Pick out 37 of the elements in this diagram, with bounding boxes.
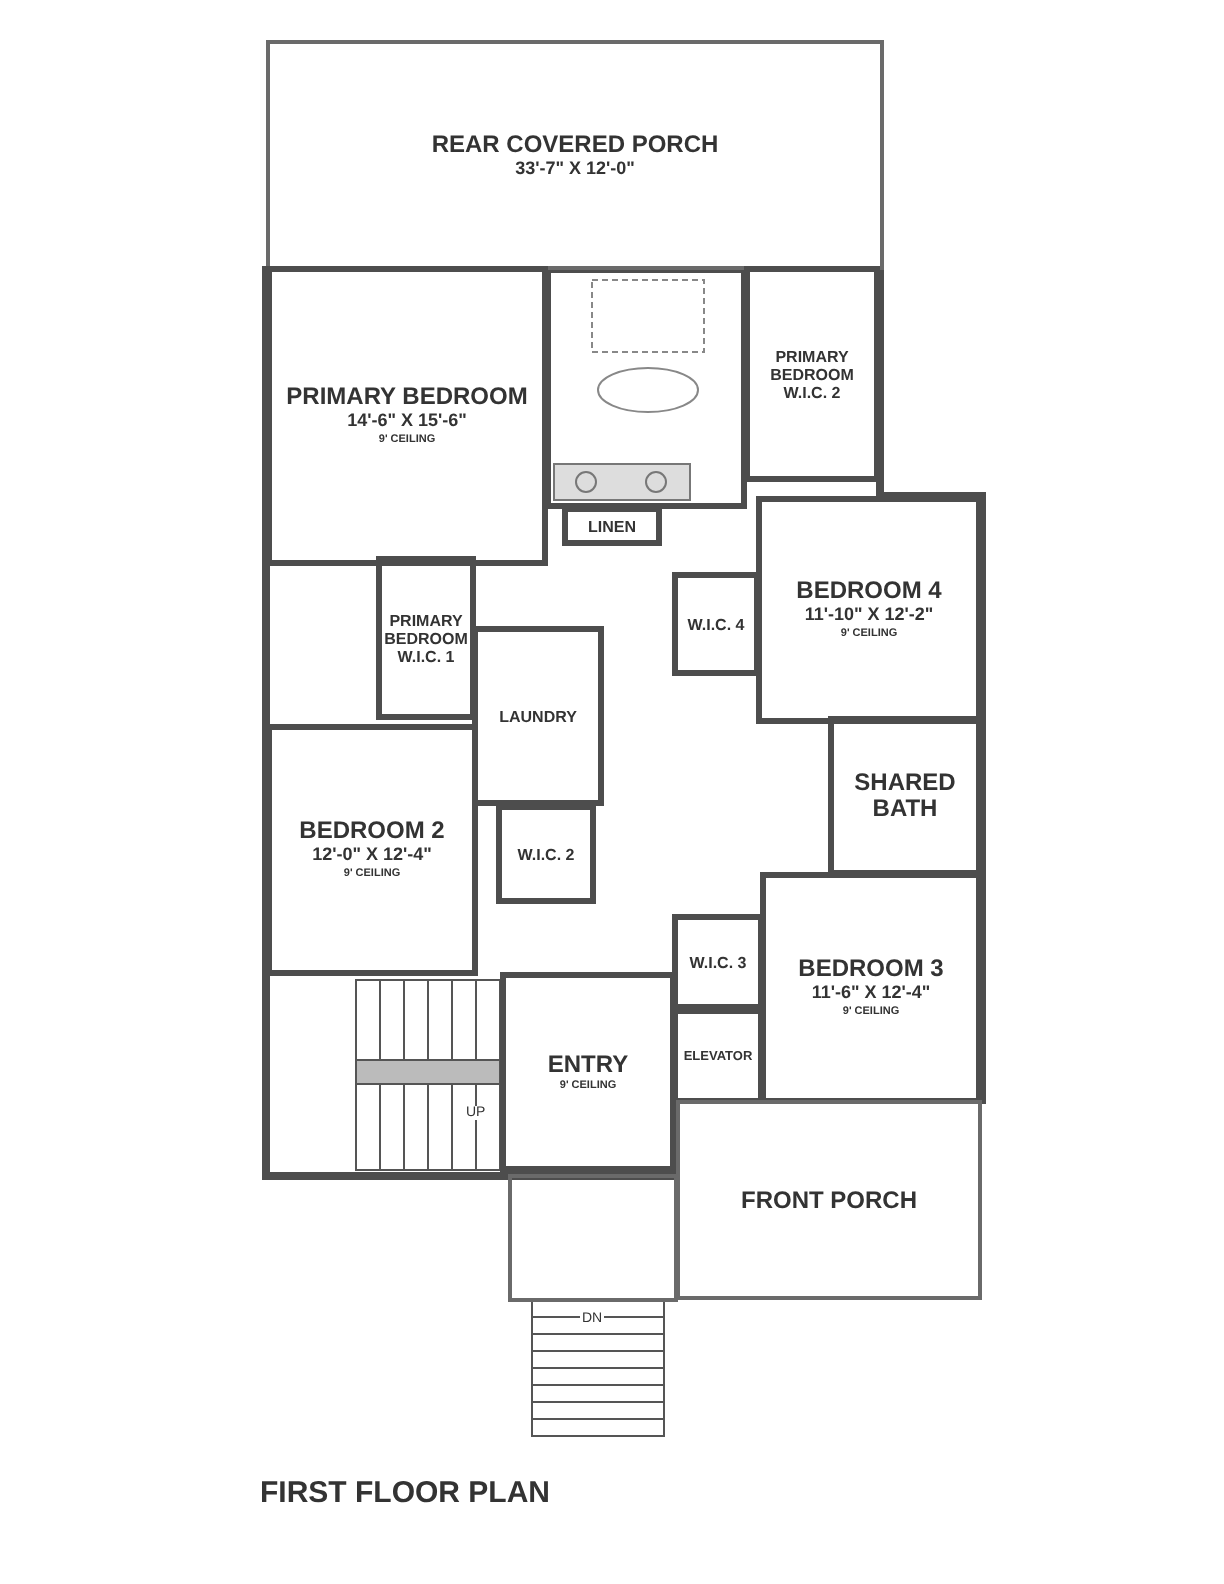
room — [496, 804, 596, 904]
room — [672, 914, 764, 1010]
plan-title: FIRST FLOOR PLAN — [260, 1476, 550, 1510]
room-dimensions: 12'-0" X 12'-4" — [312, 844, 432, 866]
room — [828, 716, 982, 876]
room-name: PRIMARY BEDROOM — [286, 384, 528, 410]
room-dimensions: 11'-6" X 12'-4" — [811, 982, 931, 1004]
room — [472, 626, 604, 806]
room — [376, 556, 476, 720]
room-name: PRIMARY BEDROOM W.I.C. 1 — [382, 611, 470, 665]
room-dimensions: 11'-10" X 12'-2" — [804, 604, 934, 626]
room-name: W.I.C. 2 — [517, 845, 575, 863]
room-name: BEDROOM 2 — [299, 818, 445, 844]
room — [500, 972, 676, 1172]
room — [266, 40, 884, 270]
room-name: ENTRY — [547, 1051, 629, 1077]
room — [266, 724, 478, 976]
room-dimensions: 33'-7" X 12'-0" — [515, 157, 635, 179]
room — [672, 572, 760, 676]
room — [562, 506, 662, 546]
room — [760, 872, 982, 1104]
room — [266, 266, 548, 566]
room-name: REAR COVERED PORCH — [431, 131, 719, 157]
room-name: BEDROOM 3 — [798, 956, 944, 982]
room — [672, 1008, 764, 1104]
room-dimensions: 14'-6" X 15'-6" — [347, 410, 467, 432]
room-name: PRIMARY BEDROOM W.I.C. 2 — [768, 347, 856, 401]
room — [756, 496, 982, 724]
room — [744, 266, 880, 482]
room — [676, 1100, 982, 1300]
room-name: W.I.C. 3 — [689, 953, 747, 971]
room-name: BEDROOM 4 — [796, 578, 942, 604]
room-name: LINEN — [588, 517, 636, 535]
room-name: LAUNDRY — [499, 707, 577, 725]
room-name: SHARED BATH — [852, 770, 958, 822]
room-name: W.I.C. 4 — [687, 615, 745, 633]
room-name: FRONT PORCH — [741, 1187, 917, 1213]
